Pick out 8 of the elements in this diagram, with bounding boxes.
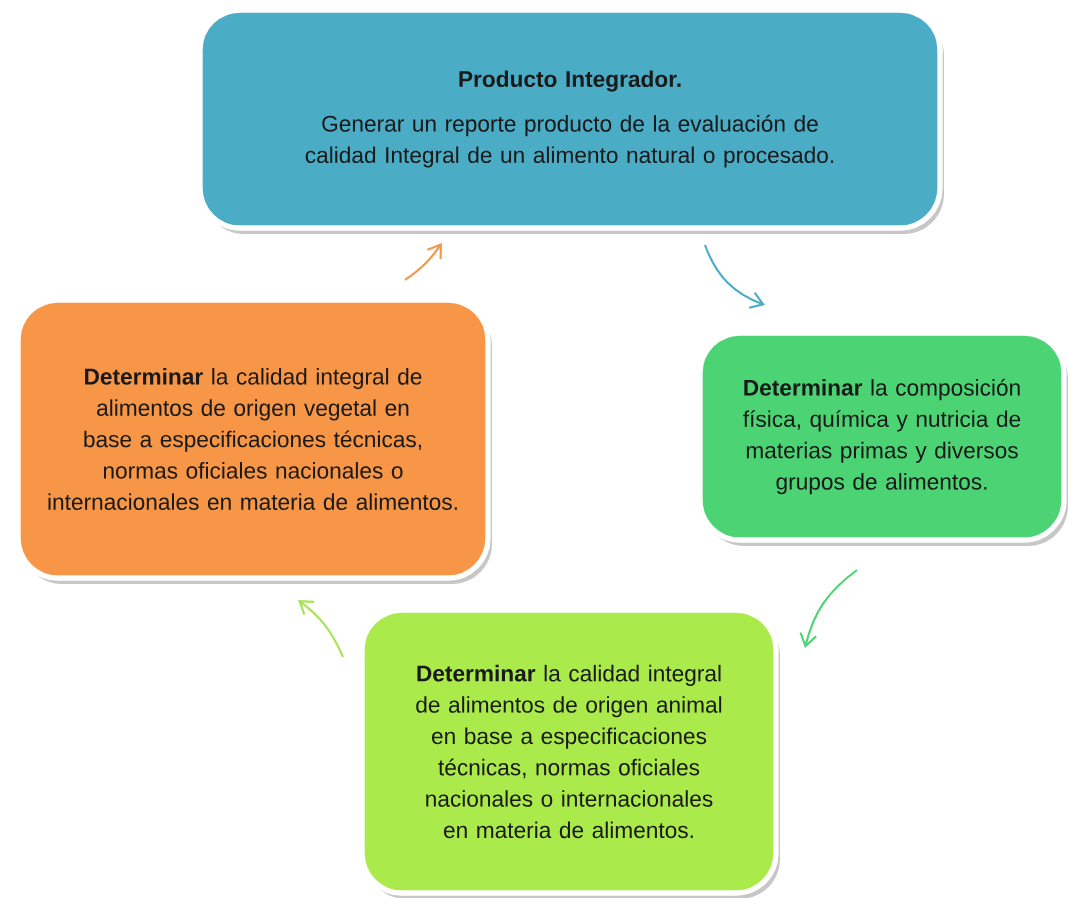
arrow [799, 569, 858, 648]
arrow [704, 244, 765, 309]
arrow [298, 600, 344, 658]
process-box: Determinar la calidad integral de alimentos de origen animal en base a especificaciones técnicas, normas oficiales nacionales o internacionales en materia de alimentos. [359, 607, 780, 898]
process-box: Determinar la composición física, química y nutricia de materias primas y diversos grupos de alimentos. [697, 330, 1068, 546]
process-box: Determinar la calidad integral de alimentos de origen vegetal en base a especificaciones técnicas, normas oficiales nacionales o internacionales en materia de alimentos. [15, 297, 492, 584]
process-box: Producto Integrador. Generar un reporte producto de la evaluación de calidad Integral de un alimento natural o procesado. [197, 7, 944, 234]
arrow [404, 243, 442, 281]
